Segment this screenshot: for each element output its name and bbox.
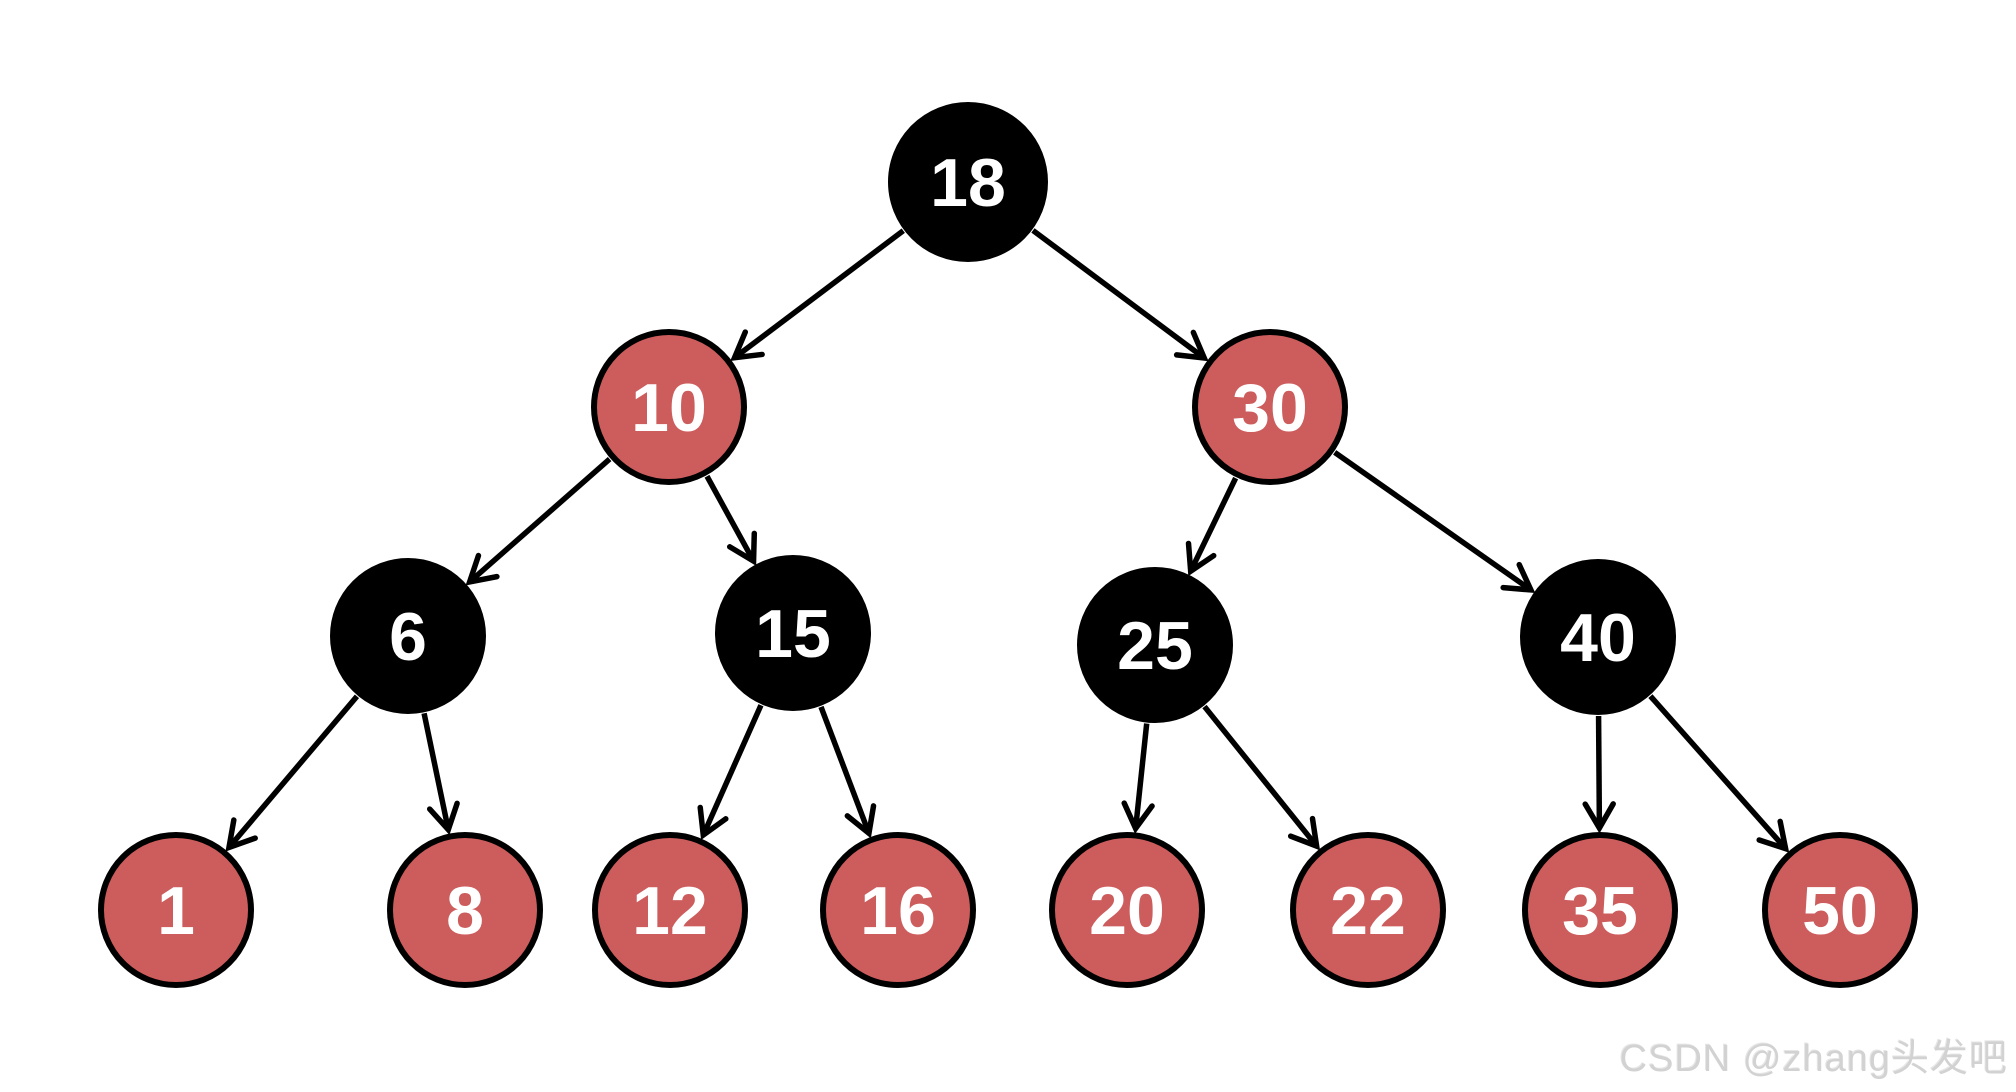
red-node-circle <box>1049 832 1205 988</box>
node-value-label: 40 <box>1560 600 1636 676</box>
tree-node-10: 10 <box>591 329 747 485</box>
tree-node-6: 6 <box>330 558 486 714</box>
red-node-circle <box>1290 832 1446 988</box>
node-value-label: 30 <box>1232 370 1308 446</box>
tree-edge-n18-n30 <box>1031 228 1209 362</box>
tree-edge-n30-n40 <box>1333 450 1536 594</box>
tree-edge-n40-n35 <box>1582 715 1616 834</box>
black-node-circle <box>1520 559 1676 715</box>
tree-node-16: 16 <box>820 832 976 988</box>
red-node-circle <box>1762 832 1918 988</box>
tree-node-25: 25 <box>1077 567 1233 723</box>
node-value-label: 10 <box>631 370 707 446</box>
black-node-circle <box>1077 567 1233 723</box>
tree-node-12: 12 <box>592 832 748 988</box>
red-node-circle <box>98 832 254 988</box>
black-node-circle <box>888 102 1048 262</box>
tree-node-40: 40 <box>1520 559 1676 715</box>
node-value-label: 35 <box>1562 873 1638 949</box>
tree-node-8: 8 <box>387 832 543 988</box>
tree-node-15: 15 <box>715 555 871 711</box>
tree-edge-n25-n22 <box>1202 704 1321 851</box>
tree-edge-n6-n8 <box>421 712 460 836</box>
node-value-label: 15 <box>755 596 831 672</box>
tree-edge-n40-n50 <box>1648 694 1790 853</box>
tree-edge-n18-n10 <box>730 228 905 361</box>
watermark: CSDN @zhang头发吧 <box>1619 1038 2008 1080</box>
tree-edge-n25-n20 <box>1121 723 1155 834</box>
node-value-label: 25 <box>1117 608 1193 684</box>
node-value-label: 22 <box>1330 873 1406 949</box>
tree-node-30: 30 <box>1192 329 1348 485</box>
red-node-circle <box>592 832 748 988</box>
red-node-circle <box>820 832 976 988</box>
node-value-label: 1 <box>157 873 195 949</box>
tree-node-20: 20 <box>1049 832 1205 988</box>
node-value-label: 12 <box>632 873 708 949</box>
tree-node-35: 35 <box>1522 832 1678 988</box>
node-value-label: 16 <box>860 873 936 949</box>
red-node-circle <box>387 832 543 988</box>
red-node-circle <box>591 329 747 485</box>
tree-node-22: 22 <box>1290 832 1446 988</box>
tree-edge-n15-n16 <box>818 705 877 839</box>
tree-node-1: 1 <box>98 832 254 988</box>
red-node-circle <box>1192 329 1348 485</box>
black-node-circle <box>330 558 486 714</box>
tree-edge-n15-n12 <box>697 704 764 841</box>
node-value-label: 6 <box>389 599 427 675</box>
node-value-label: 20 <box>1089 873 1165 949</box>
node-value-label: 8 <box>446 873 484 949</box>
tree-node-18: 18 <box>888 102 1048 262</box>
node-value-label: 18 <box>930 145 1006 221</box>
black-node-circle <box>715 555 871 711</box>
tree-edge-n30-n25 <box>1185 476 1239 577</box>
tree-edge-n10-n6 <box>465 457 612 586</box>
red-node-circle <box>1522 832 1678 988</box>
tree-edge-n6-n1 <box>225 694 360 852</box>
node-value-label: 50 <box>1802 873 1878 949</box>
tree-edge-n10-n15 <box>704 474 758 566</box>
tree-node-50: 50 <box>1762 832 1918 988</box>
